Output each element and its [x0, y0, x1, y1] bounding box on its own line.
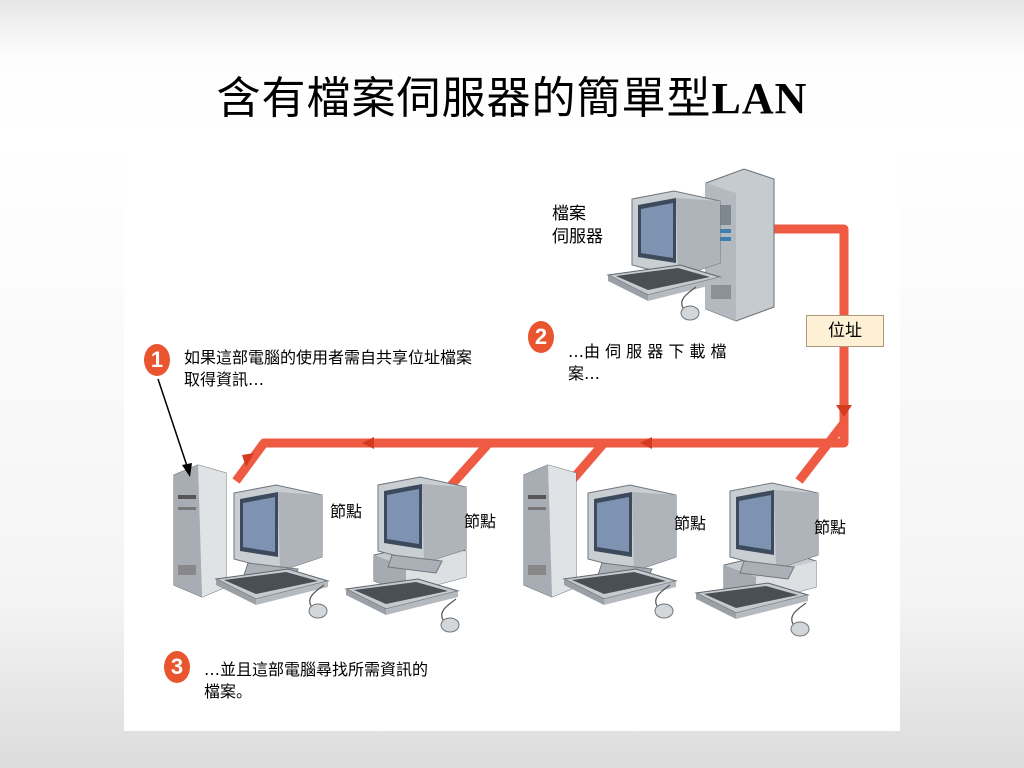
workstation-1	[173, 464, 329, 619]
node-label-4: 節點	[814, 518, 847, 537]
title-text: 含有檔案伺服器的簡單型	[216, 73, 712, 124]
server-tower	[705, 168, 775, 322]
workstation-2-keyboard	[345, 578, 459, 616]
workstation-1-monitor	[233, 484, 323, 582]
step-2-line1: …由 伺 服 器 下 載 檔	[568, 342, 727, 361]
node-label-1: 節點	[330, 502, 363, 521]
direction-arrows	[242, 405, 852, 467]
address-tag: 位址	[806, 315, 884, 347]
workstation-4-mouse	[790, 602, 810, 637]
server-keyboard	[607, 264, 721, 302]
diagram-panel: 檔案 伺服器 位址 1 如果這部電腦的使用者需自共享位址檔案 取得資訊… 2 ……	[124, 151, 900, 731]
step-3-badge: 3	[164, 651, 190, 683]
workstation-2-mouse	[440, 598, 460, 633]
step-1-line2: 取得資訊…	[184, 370, 265, 389]
server-computer	[607, 168, 775, 322]
network-diagram	[157, 168, 852, 637]
workstation-3-keyboard	[563, 568, 677, 606]
step-3-line1: …並且這部電腦尋找所需資訊的	[204, 660, 429, 679]
workstation-4	[695, 482, 819, 637]
server-label-line1: 檔案	[552, 204, 586, 224]
step-3-line2: 檔案。	[204, 682, 253, 701]
workstation-3	[523, 464, 677, 619]
slide-title: 含有檔案伺服器的簡單型LAN	[0, 62, 1024, 126]
server-label-line2: 伺服器	[552, 227, 603, 247]
server-label: 檔案 伺服器	[552, 203, 603, 249]
step-1-badge: 1	[144, 344, 170, 376]
step-2-badge: 2	[528, 321, 554, 353]
workstation-2	[345, 476, 467, 633]
step-1-text: 如果這部電腦的使用者需自共享位址檔案 取得資訊…	[184, 347, 472, 391]
title-suffix: LAN	[711, 74, 808, 123]
workstation-1-keyboard	[215, 568, 329, 606]
node-label-2: 節點	[464, 512, 497, 531]
step-3-text: …並且這部電腦尋找所需資訊的 檔案。	[204, 659, 428, 703]
step-2-line2: 案…	[568, 364, 601, 383]
workstation-3-monitor	[587, 484, 677, 582]
workstation-3-tower	[523, 464, 577, 598]
workstation-1-tower	[173, 464, 227, 598]
node-label-3: 節點	[674, 514, 707, 533]
step-1-line1: 如果這部電腦的使用者需自共享位址檔案	[184, 348, 473, 367]
step-2-text: …由 伺 服 器 下 載 檔 案…	[568, 341, 727, 385]
pointer-arrow	[157, 378, 192, 477]
